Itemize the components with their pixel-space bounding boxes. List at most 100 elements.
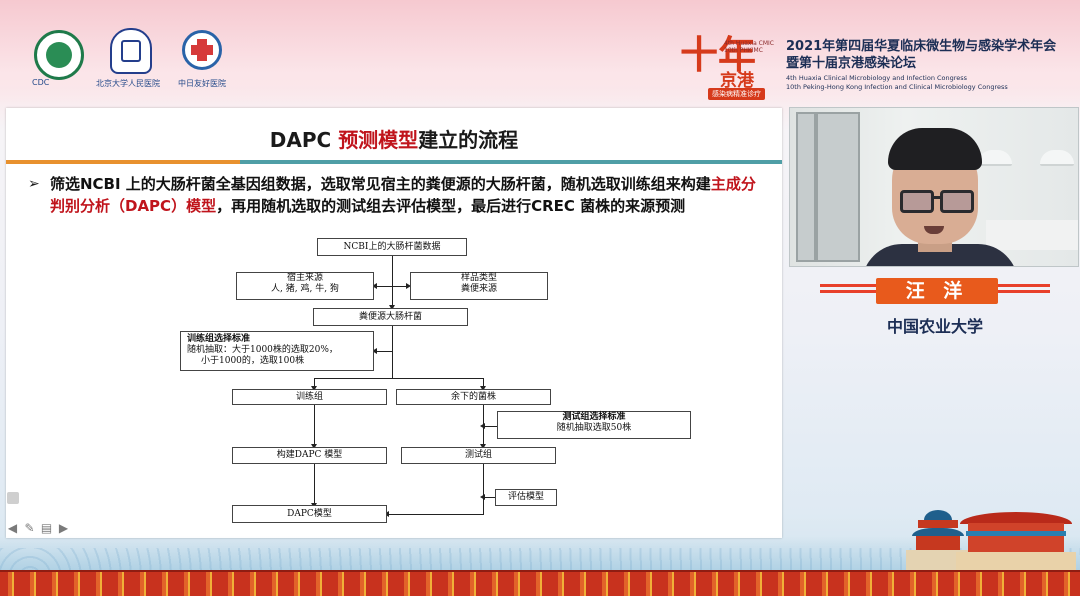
fc-line-host (375, 286, 392, 287)
fc-line-test-criteria (483, 426, 497, 427)
fc-line-ncbi-fecal (392, 256, 393, 306)
arrow-right-icon[interactable]: ▶ (58, 521, 69, 535)
presentation-slide[interactable]: DAPC 预测模型建立的流程 ➢ 筛选NCBI 上的大肠杆菌全基因组数据，选取常… (6, 108, 782, 538)
wave-pattern (0, 548, 1080, 572)
fc-sample-value: 粪便来源 (460, 284, 497, 294)
bullet-part2: ，再用随机选取的测试组去评估模型，最后进行CREC 菌株的来源预测 (216, 197, 686, 215)
arrow-left-icon[interactable]: ◀ (7, 521, 18, 535)
title-rule-orange (6, 160, 240, 164)
slide-toolbar: ◀ ✎ ▤ ▶ (6, 522, 70, 538)
temple-roof (960, 512, 1072, 524)
background-window (796, 112, 860, 262)
fc-arrow-sample (406, 283, 411, 289)
slide-menu-icon[interactable] (7, 492, 19, 504)
fc-test-criteria-line: 随机抽取选取50株 (556, 423, 632, 433)
flowchart: NCBI上的大肠杆菌数据 宿主来源 人, 猪, 鸡, 牛, 狗 样品类型 粪便来… (6, 108, 782, 538)
speaker-video[interactable] (789, 107, 1079, 267)
congress-brand-logo: 十年 4th Huaxia CMIC 10th PHKIMC 京港 感染病精准诊… (680, 24, 774, 100)
glasses-icon (900, 190, 934, 213)
slide-title-prefix: DAPC (269, 128, 339, 152)
fc-line-sample (392, 286, 409, 287)
fc-test-criteria-title: 测试组选择标准 (562, 412, 626, 422)
brand-tag: 感染病精准诊疗 (708, 88, 765, 100)
conference-title-line2: 暨第十届京港感染论坛 (786, 56, 917, 71)
speaker-organization: 中国农业大学 (886, 317, 983, 336)
pen-icon[interactable]: ✎ (24, 521, 35, 535)
conference-title: 2021年第四届华夏临床微生物与感染学术年会 暨第十届京港感染论坛 (786, 38, 1056, 72)
slide-title: DAPC 预测模型建立的流程 (6, 124, 782, 153)
glasses-icon (940, 190, 974, 213)
bullet-arrow-icon: ➢ (28, 176, 40, 192)
slides-icon[interactable]: ▤ (40, 521, 53, 535)
china-japan-friendship-hospital-logo (182, 30, 222, 70)
fc-box-test-group: 测试组 (401, 447, 556, 464)
fc-train-criteria-line2: 小于1000的，选取100株 (201, 356, 305, 366)
wave-decoration (0, 536, 1080, 572)
fc-arrow-fecal (389, 305, 395, 310)
fc-sample-title: 样品类型 (460, 273, 497, 283)
fc-box-test-criteria: 测试组选择标准 随机抽取选取50株 (497, 411, 691, 439)
fc-box-sample: 样品类型 粪便来源 (410, 272, 548, 300)
fc-line-build-dapc (314, 464, 315, 505)
footer-pattern-border (0, 572, 1080, 596)
background-window-frame (814, 112, 818, 262)
fc-box-dapc-model: DAPC模型 (232, 505, 387, 523)
temple-band (966, 531, 1066, 536)
fc-line-train-criteria (375, 351, 392, 352)
fc-train-criteria-line1: 随机抽取：大于1000株的选取20%， (187, 345, 338, 355)
fc-arrow-build (311, 444, 317, 449)
fc-arrow-test-criteria (480, 423, 485, 429)
fc-box-train-criteria: 训练组选择标准 随机抽取：大于1000株的选取20%， 小于1000的，选取10… (180, 331, 374, 371)
bullet-text: 筛选NCBI 上的大肠杆菌全基因组数据，选取常见宿主的粪便源的大肠杆菌，随机选取… (50, 173, 766, 217)
conference-subtitle: 4th Huaxia Clinical Microbiology and Inf… (786, 74, 1008, 92)
speaker-hair (888, 128, 982, 170)
fc-box-remaining: 余下的菌株 (396, 389, 551, 405)
speaker-mouth (924, 226, 944, 234)
fc-arrow-test (480, 444, 486, 449)
pku-peoples-hospital-logo (110, 28, 152, 74)
pku-logo-caption: 北京大学人民医院 (96, 79, 160, 88)
speaker-name: 汪 洋 (905, 280, 969, 302)
pagoda-tier (918, 520, 958, 528)
fc-box-fecal: 粪便源大肠杆菌 (313, 308, 468, 326)
fc-line-evaluate (483, 497, 497, 498)
brand-mini-text: 4th Huaxia CMIC 10th PHKIMC (724, 40, 774, 54)
ceiling-lamp-icon (978, 150, 1012, 166)
temple-body (968, 523, 1064, 553)
fc-arrow-evaluate (480, 494, 485, 500)
fc-line-test-down (483, 464, 484, 514)
fc-box-host: 宿主来源 人, 猪, 鸡, 牛, 狗 (236, 272, 374, 300)
fc-line-split-h (314, 378, 483, 379)
fc-arrow-train (311, 386, 317, 391)
bullet-part1: 筛选NCBI 上的大肠杆菌全基因组数据，选取常见宿主的粪便源的大肠杆菌，随机选取… (50, 175, 711, 193)
speaker-body (862, 244, 1018, 266)
fc-host-values: 人, 猪, 鸡, 牛, 狗 (271, 284, 339, 294)
fc-host-title: 宿主来源 (286, 273, 323, 283)
fc-train-criteria-title: 训练组选择标准 (187, 334, 251, 344)
conference-sub-line1: 4th Huaxia Clinical Microbiology and Inf… (786, 74, 968, 82)
fc-line-fecal-split (392, 326, 393, 378)
bullet-highlight: 主成分判别分析（DAPC）模型 (50, 175, 756, 215)
title-rule-teal (240, 160, 782, 164)
fc-line-test-dapc (387, 514, 484, 515)
glasses-bridge (931, 196, 940, 199)
pagoda-tier-2 (916, 536, 960, 550)
slide-title-highlight: 预测模型 (338, 128, 419, 152)
conference-title-line1: 2021年第四届华夏临床微生物与感染学术年会 (786, 39, 1057, 54)
background-table (986, 220, 1078, 250)
pagoda-base (906, 550, 970, 570)
fc-arrow-remaining (480, 386, 486, 391)
footer-border-line (0, 570, 1080, 573)
pagoda-roof (924, 510, 952, 520)
fc-line-to-remaining (483, 378, 484, 388)
name-plate (876, 278, 998, 304)
fc-arrow-host (372, 283, 377, 289)
brand-big-text: 十年 (680, 32, 757, 77)
brand-jinggang-text: 京港 (720, 71, 754, 91)
fc-box-ncbi: NCBI上的大肠杆菌数据 (317, 238, 467, 256)
ceiling-lamp-icon (1040, 150, 1074, 166)
fc-box-train-group: 训练组 (232, 389, 387, 405)
china-cdc-logo (34, 30, 84, 80)
fc-line-train-build (314, 405, 315, 446)
slide-title-suffix: 建立的流程 (418, 128, 519, 152)
